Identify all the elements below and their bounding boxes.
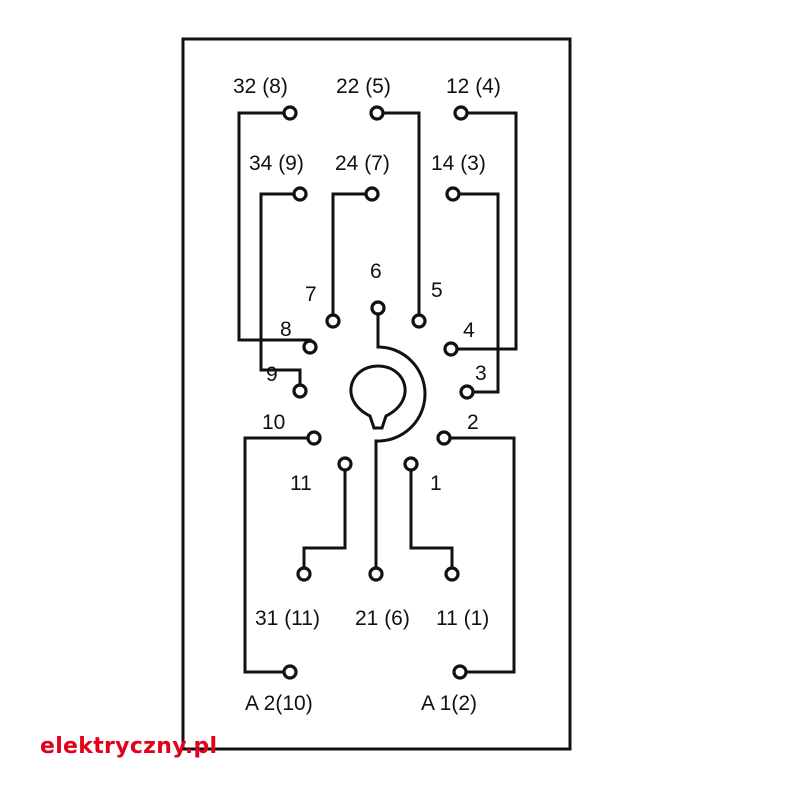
label-terminal-a2: A 2(10) — [245, 692, 313, 715]
pin-6 — [370, 300, 386, 316]
contact-terminals — [282, 105, 469, 680]
wire-32-to-pin-8 — [237, 111, 312, 349]
label-pin-11: 11 — [290, 472, 312, 495]
label-pin-3: 3 — [475, 362, 487, 385]
wire-a2-to-pin-10 — [243, 436, 316, 674]
label-pin-6: 6 — [370, 260, 382, 283]
pin-1 — [403, 456, 419, 472]
label-pin-2: 2 — [467, 411, 479, 434]
pin-2 — [436, 430, 452, 446]
pin-4 — [443, 341, 459, 357]
wire-a1-to-pin-2 — [442, 436, 516, 674]
label-pin-1: 1 — [430, 472, 442, 495]
terminal-31 — [296, 566, 312, 582]
terminal-a1 — [452, 664, 468, 680]
terminal-12 — [453, 105, 469, 121]
label-terminal-11: 11 (1) — [436, 607, 489, 630]
socket-pins — [292, 300, 475, 472]
socket-outline — [181, 37, 572, 751]
wire-11-to-pin-1 — [409, 462, 454, 576]
label-terminal-21: 21 (6) — [355, 607, 410, 630]
watermark-logo: elektryczny.pl — [40, 734, 218, 759]
pin-9 — [292, 383, 308, 399]
wiring — [237, 111, 518, 674]
wire-12-to-pin-4 — [449, 111, 518, 351]
wire-14-to-pin-3 — [451, 192, 500, 394]
wire-31-to-pin-11 — [302, 462, 347, 576]
wire-22-to-pin-5 — [375, 111, 421, 320]
pin-8 — [302, 339, 318, 355]
label-pin-8: 8 — [280, 318, 292, 341]
terminal-labels: 32 (8) 22 (5) 12 (4) 34 (9) 24 (7) 14 (3… — [233, 75, 501, 715]
label-pin-7: 7 — [305, 283, 317, 306]
label-terminal-34: 34 (9) — [249, 152, 304, 175]
label-terminal-24: 24 (7) — [335, 152, 390, 175]
terminal-a2 — [282, 664, 298, 680]
label-pin-4: 4 — [463, 319, 475, 342]
label-pin-9: 9 — [266, 363, 278, 386]
wire-34-to-pin-9 — [259, 192, 302, 392]
label-terminal-22: 22 (5) — [336, 75, 391, 98]
label-terminal-32: 32 (8) — [233, 75, 288, 98]
label-terminal-12: 12 (4) — [446, 75, 501, 98]
label-terminal-14: 14 (3) — [431, 152, 486, 175]
label-pin-5: 5 — [431, 279, 443, 302]
label-terminal-31: 31 (11) — [255, 607, 320, 630]
label-pin-10: 10 — [262, 411, 285, 434]
center-key-arc — [376, 345, 427, 443]
terminal-11 — [444, 566, 460, 582]
pin-11 — [337, 456, 353, 472]
pin-10 — [306, 430, 322, 446]
center-key-hole — [349, 364, 407, 430]
terminal-22 — [369, 105, 385, 121]
terminal-34 — [292, 186, 308, 202]
terminal-24 — [364, 186, 380, 202]
pin-5 — [411, 313, 427, 329]
label-terminal-a1: A 1(2) — [421, 692, 477, 715]
terminal-14 — [445, 186, 461, 202]
pin-3 — [459, 384, 475, 400]
terminal-32 — [282, 105, 298, 121]
terminal-21 — [368, 566, 384, 582]
pin-7 — [325, 313, 341, 329]
pin-labels: 6 7 5 8 4 9 3 10 2 11 1 — [262, 260, 487, 495]
wire-24-to-pin-7 — [331, 192, 374, 323]
